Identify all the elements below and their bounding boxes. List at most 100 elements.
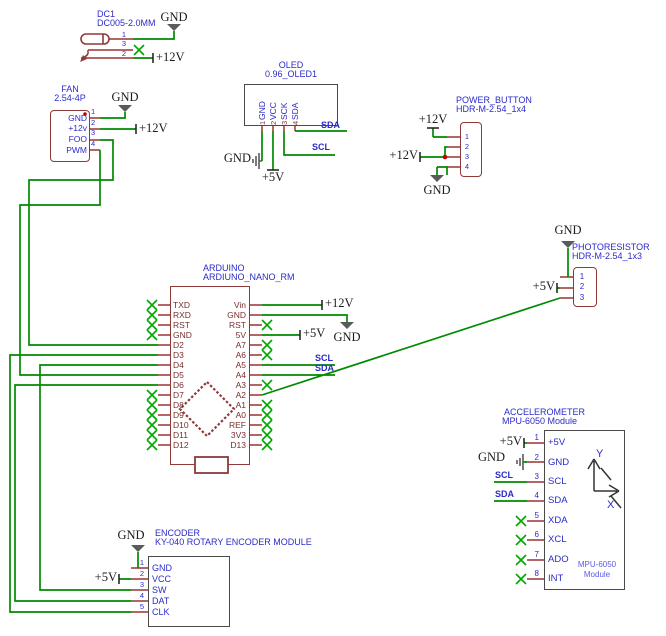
pb-gnd-label: GND [423, 183, 451, 197]
pin-number: 2 [121, 48, 127, 58]
fan-12v-label: +12V [139, 121, 168, 135]
pin-number: 3 [91, 128, 96, 138]
accel-scl-netlabel: SCL [495, 470, 513, 480]
arduino-5v-label: +5V [303, 326, 326, 340]
pin-number: 5 [534, 510, 539, 520]
pin-number: 2 [268, 120, 278, 125]
dc1-gnd-label: GND [160, 10, 188, 24]
arduino-12v-label: +12V [325, 296, 354, 310]
oled-sda-netlabel: SDA [321, 120, 341, 130]
photo-5v-label: +5V [532, 279, 555, 293]
pin-number: 3 [534, 472, 539, 482]
oled-gnd-label: GND [223, 151, 251, 165]
pb-12v-left-label: +12V [389, 148, 418, 162]
oled-value: 0.96_OLED1 [264, 69, 318, 79]
photoresistor-value: HDR-M-2.54_1x3 [572, 251, 643, 261]
pin-name: RST [229, 320, 246, 330]
encoder-5v-label: +5V [94, 570, 117, 584]
pin-name: 3V3 [230, 430, 246, 440]
pin-number: 8 [534, 569, 539, 579]
pin-number: 2 [91, 117, 96, 127]
pin-name: +5V [548, 437, 566, 449]
pin-name: VCC [152, 573, 172, 584]
dc-jack-symbol[interactable] [80, 33, 110, 62]
oled-scl-netlabel: SCL [312, 142, 330, 152]
fan-value: 2.54-4P [54, 93, 86, 103]
accel-5v-label: +5V [499, 434, 522, 448]
pin-name: CLK [152, 606, 170, 617]
pin-name: SW [152, 584, 167, 595]
pin-name: DAT [152, 595, 170, 606]
pin-name: XDA [548, 514, 568, 526]
arduino-gnd-label: GND [333, 330, 361, 344]
pin-name: D13 [230, 440, 246, 450]
pin-number: 4 [91, 139, 96, 149]
photoresistor-ref: PHOTORESISTOR [572, 242, 650, 252]
pin-number: 2 [534, 452, 539, 462]
pin-number: 4 [534, 491, 539, 501]
pin-name: +12v [68, 123, 87, 134]
arduino-sda-netlabel: SDA [315, 363, 335, 373]
pin-number: 5 [139, 602, 144, 611]
pin-number: 1 [257, 120, 267, 125]
fan-gnd-label: GND [111, 90, 139, 104]
pin-number: 4 [464, 162, 470, 171]
pb-12v-top-label: +12V [418, 112, 448, 126]
pin-name: SCL [548, 476, 567, 488]
axis-x-label: X [607, 499, 615, 511]
pin-name: XCL [548, 534, 567, 546]
pin-name: A7 [235, 340, 246, 350]
pin-name: GND [227, 310, 246, 320]
pin-name: 5V [235, 330, 246, 340]
pin-number: 1 [579, 271, 585, 281]
pin-name: A0 [235, 410, 246, 420]
pin-name: REF [229, 420, 246, 430]
pin-number: 1 [464, 132, 470, 141]
accelerometer-pin-numbers: 1 2 3 4 5 6 7 8 [526, 433, 539, 588]
pin-name: GND [152, 562, 172, 573]
pin-name: SDA [548, 495, 568, 507]
pin-number: 2 [579, 282, 585, 292]
pin-number: 1 [534, 433, 539, 443]
pin-number: 1 [91, 107, 96, 116]
pin-name: A3 [235, 380, 246, 390]
pin-number: 7 [534, 549, 539, 559]
accelerometer-value: MPU-6050 Module [502, 416, 578, 426]
pin-number: 6 [534, 530, 539, 540]
pin-number: 3 [279, 120, 289, 125]
photoresistor-body[interactable] [573, 267, 597, 307]
encoder-gnd-label: GND [117, 528, 145, 542]
pin-name: A5 [235, 360, 246, 370]
pin-name: FOO [68, 134, 87, 145]
pin-name: A2 [235, 390, 246, 400]
accel-module-text-1: MPU-6050 [577, 560, 617, 569]
pin-number: 4 [290, 120, 300, 125]
dc1-ref: DC1 [97, 9, 116, 19]
gnd-bar-symbols [252, 153, 524, 470]
arduino-value: ARDIUNO_NANO_RM [203, 272, 295, 282]
oled-5v-label: +5V [261, 170, 285, 184]
pin-number: 3 [464, 152, 470, 161]
pin-name: GND [548, 456, 570, 468]
power-button-value: HDR-M-2.54_1x4 [456, 104, 527, 114]
pin-number: 3 [121, 39, 127, 48]
pin-name: GND [68, 112, 87, 123]
axis-y-label: Y [596, 448, 604, 460]
pin-name: A1 [235, 400, 246, 410]
pin-number: 2 [464, 142, 470, 151]
accel-sda-netlabel: SDA [495, 489, 515, 499]
dc1-value: DC005-2.0MM [97, 18, 156, 28]
accel-gnd-label: GND [478, 450, 506, 464]
pin-number: 3 [579, 292, 585, 302]
junction-dot [442, 154, 448, 160]
dc1-12v-label: +12V [156, 50, 185, 64]
